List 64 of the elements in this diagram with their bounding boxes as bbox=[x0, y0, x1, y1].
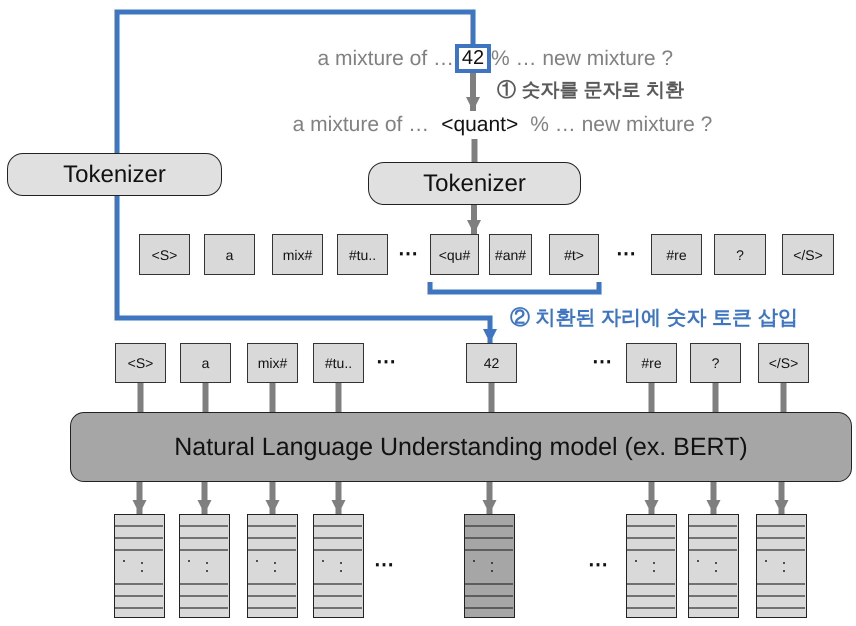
connector-line bbox=[114, 10, 476, 153]
arrow bbox=[466, 73, 480, 111]
token-box: <qu# bbox=[430, 234, 479, 275]
arrow bbox=[774, 482, 788, 514]
token-box: mix# bbox=[247, 343, 298, 383]
ellipsis: ⋯ bbox=[588, 555, 608, 575]
arrow bbox=[644, 482, 658, 514]
embedding-vector bbox=[179, 514, 230, 618]
connector-line bbox=[138, 383, 144, 412]
ellipsis: ⋯ bbox=[374, 555, 394, 575]
token-box: mix# bbox=[272, 234, 323, 275]
arrow bbox=[706, 482, 720, 514]
token-box: ? bbox=[714, 234, 766, 275]
placeholder-token: <quant> bbox=[441, 113, 518, 137]
model-box: Natural Language Understanding model (ex. BERT) bbox=[70, 412, 852, 482]
embedding-vector bbox=[247, 514, 298, 618]
arrow bbox=[198, 482, 212, 514]
arrow bbox=[467, 205, 481, 234]
arrow bbox=[266, 482, 280, 514]
token-box: #tu.. bbox=[313, 343, 364, 383]
embedding-vector bbox=[464, 514, 515, 618]
token-box: #tu.. bbox=[337, 234, 388, 275]
sentence-text: % … new mixture ? bbox=[530, 113, 712, 137]
token-box: #an# bbox=[489, 234, 532, 275]
token-box: #re bbox=[651, 234, 702, 275]
connector-line bbox=[648, 383, 654, 412]
embedding-vector bbox=[756, 514, 807, 618]
ellipsis: ⋯ bbox=[616, 244, 636, 264]
ellipsis: ⋯ bbox=[376, 352, 396, 372]
connector-line bbox=[472, 139, 478, 162]
arrow bbox=[132, 482, 146, 514]
arrow bbox=[332, 482, 346, 514]
number-box: 42 bbox=[455, 44, 491, 73]
connector-line bbox=[488, 383, 494, 412]
token-box: <S> bbox=[115, 343, 166, 383]
token-box: </S> bbox=[782, 234, 834, 275]
edge-label: ② 치환된 자리에 숫자 토큰 삽입 bbox=[510, 306, 798, 331]
sentence-text: % … new mixture ? bbox=[491, 46, 674, 72]
token-box: a bbox=[180, 343, 231, 383]
token-box: #t> bbox=[549, 234, 599, 275]
token-box: ? bbox=[690, 343, 741, 383]
edge-label: ① 숫자를 문자로 치환 bbox=[497, 79, 684, 103]
connector-line bbox=[202, 383, 208, 412]
tokenizer-box: Tokenizer bbox=[7, 153, 222, 196]
ellipsis: ⋯ bbox=[592, 352, 612, 372]
token-box: 42 bbox=[466, 343, 517, 383]
arrow bbox=[482, 482, 496, 514]
tokenizer-box: Tokenizer bbox=[368, 162, 581, 205]
embedding-vector bbox=[626, 514, 677, 618]
token-box: #re bbox=[626, 343, 677, 383]
connector-line bbox=[336, 383, 342, 412]
ellipsis: ⋯ bbox=[398, 244, 418, 264]
token-box: <S> bbox=[139, 234, 190, 275]
token-box: a bbox=[204, 234, 255, 275]
connector-line bbox=[270, 383, 276, 412]
sentence-text: a mixture of … bbox=[316, 46, 454, 72]
sentence-text: a mixture of … bbox=[292, 113, 430, 137]
connector-line bbox=[712, 383, 718, 412]
embedding-vector bbox=[688, 514, 739, 618]
arrow bbox=[114, 196, 497, 343]
token-box: </S> bbox=[758, 343, 809, 383]
connector-line bbox=[780, 383, 786, 412]
embedding-vector bbox=[114, 514, 165, 618]
embedding-vector bbox=[313, 514, 364, 618]
